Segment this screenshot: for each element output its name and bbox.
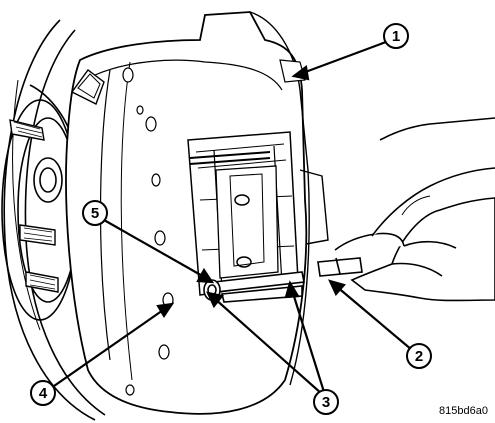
caliper-body-illustration xyxy=(65,11,329,415)
leader-lines xyxy=(53,40,413,395)
brake-pad-assembly-illustration xyxy=(187,131,299,296)
callout-3-label: 3 xyxy=(322,394,330,411)
callout-1-label: 1 xyxy=(392,28,400,45)
callout-2: 2 xyxy=(406,343,432,369)
pin-punch-tool-illustration xyxy=(317,257,363,277)
callout-5: 5 xyxy=(82,200,108,226)
callout-5-label: 5 xyxy=(91,205,99,222)
callout-2-label: 2 xyxy=(415,348,423,365)
wheel-hub-illustration xyxy=(1,19,106,421)
callout-4: 4 xyxy=(30,380,56,406)
hand-illustration xyxy=(334,117,495,302)
callout-1: 1 xyxy=(383,23,409,49)
figure-code: 815bd6a0 xyxy=(439,405,488,417)
callout-4-label: 4 xyxy=(39,385,48,402)
callout-3: 3 xyxy=(313,389,339,415)
